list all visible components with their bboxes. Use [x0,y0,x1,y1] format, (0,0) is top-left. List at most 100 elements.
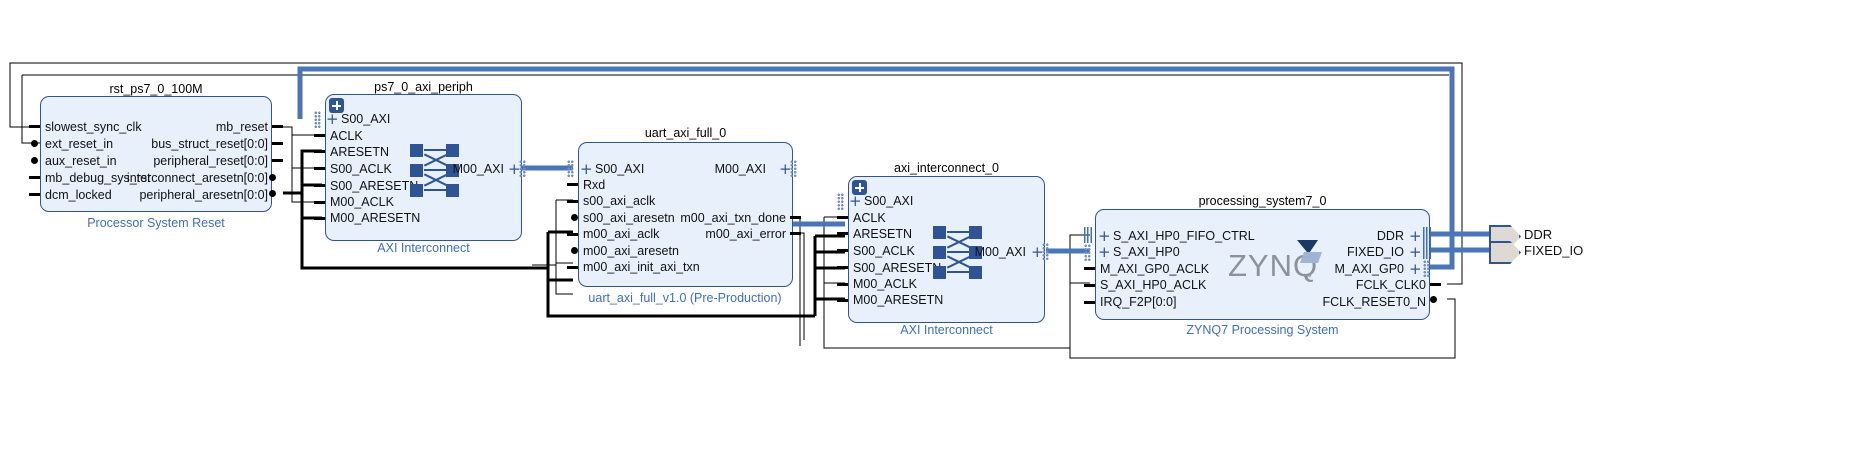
expand-interface-icon-fixed-io[interactable]: + [1409,243,1422,261]
pin-m00-axi-aresetn[interactable] [571,247,578,254]
pin-s00-aclk-ic0[interactable] [837,249,848,252]
port-m00-aresetn-ic0: M00_ARESETN [853,293,944,307]
port-dcm-locked: dcm_locked [45,188,112,202]
port-interconnect-aresetn: interconnect_aresetn[0:0] [126,171,268,185]
port-m00-aclk-periph: M00_ACLK [330,195,394,209]
expand-interface-icon-s00-axi-periph[interactable]: + [326,110,339,128]
expand-block-button-ps7-0-axi-periph[interactable] [329,98,344,113]
pin-s00-axi-aclk[interactable] [567,200,578,203]
pin-slowest-sync-clk[interactable] [29,125,40,128]
pin-s00-aresetn-ic0[interactable] [837,266,848,269]
block-ps7-0-axi-periph[interactable] [325,94,522,241]
port-peripheral-reset: peripheral_reset[0:0] [153,154,268,168]
expand-interface-icon-m00-axi-periph[interactable]: + [508,160,521,178]
interface-marker-m00-axi-ic0[interactable] [1042,243,1049,260]
pin-fclk-clk0[interactable] [1430,283,1441,286]
zynq-logo-mark-light [1300,252,1322,263]
block-caption-rst-ps7-0-100m: Processor System Reset [87,216,225,230]
expand-interface-icon-m00-axi-uart[interactable]: + [779,160,792,178]
pin-aresetn-periph[interactable] [314,150,325,153]
expand-interface-icon-m-axi-gp0[interactable]: + [1409,260,1422,278]
interface-marker-s00-axi-uart[interactable] [567,160,574,177]
port-m00-axi-init-axi-txn: m00_axi_init_axi_txn [583,260,700,274]
port-s00-axi-aresetn: s00_axi_aresetn [583,211,675,225]
pin-s-axi-hp0-aclk[interactable] [1084,284,1095,287]
block-caption-axi-interconnect-0: AXI Interconnect [900,323,993,337]
pin-irq-f2p[interactable] [1084,301,1095,304]
expand-interface-icon-s00-axi-uart[interactable]: + [580,160,593,178]
port-s00-aresetn-ic0: S00_ARESETN [853,261,942,275]
pin-aux-reset-in[interactable] [31,157,38,164]
interface-marker-m00-axi-uart[interactable] [790,160,797,177]
port-s-axi-hp0-fifo-ctrl: S_AXI_HP0_FIFO_CTRL [1113,229,1255,243]
expand-interface-icon-s-axi-hp0[interactable]: + [1098,243,1111,261]
pin-m00-aresetn-periph[interactable] [314,217,325,220]
pin-dcm-locked[interactable] [29,193,40,196]
interface-marker-s-axi-hp0-fifo-ctrl[interactable] [1084,227,1092,243]
pin-aclk-ic0[interactable] [837,216,848,219]
port-aclk-ic0: ACLK [853,211,886,225]
block-rst-ps7-0-100m[interactable] [40,96,272,212]
expand-interface-icon-ddr[interactable]: + [1409,227,1422,245]
interface-marker-s-axi-hp0[interactable] [1084,244,1091,261]
pin-s00-axi-aresetn[interactable] [571,214,578,221]
block-caption-ps7-0-axi-periph: AXI Interconnect [377,241,470,255]
interface-marker-m-axi-gp0[interactable] [1423,260,1430,277]
port-s-axi-hp0: S_AXI_HP0 [1113,245,1180,259]
port-m-axi-gp0: M_AXI_GP0 [1334,262,1404,276]
port-m00-axi-aresetn: m00_axi_aresetn [583,244,679,258]
pin-m00-aclk-ic0[interactable] [837,283,848,286]
interface-marker-s00-axi-periph[interactable] [314,111,321,128]
pin-m-axi-gp0-aclk[interactable] [1084,267,1095,270]
block-uart-axi-full-0[interactable] [578,142,793,287]
interface-marker-m00-axi-periph[interactable] [519,160,526,177]
external-port-fixed-io[interactable] [1489,241,1521,264]
pin-s00-aclk-periph[interactable] [314,167,325,170]
pin-aresetn-ic0[interactable] [837,232,848,235]
interface-marker-ddr[interactable] [1423,227,1431,243]
pin-peripheral-reset[interactable] [272,159,283,162]
pin-m00-aclk-periph[interactable] [314,201,325,204]
port-m00-axi-txn-done: m00_axi_txn_done [680,211,786,225]
crossbar-icon-ic0 [933,226,990,279]
pin-m00-axi-aclk[interactable] [567,233,578,236]
pin-peripheral-aresetn[interactable] [269,190,276,197]
expand-block-button-axi-interconnect-0[interactable] [852,180,867,195]
pin-m00-aresetn-ic0[interactable] [837,299,848,302]
port-ddr: DDR [1376,229,1404,243]
port-aclk-periph: ACLK [330,129,363,143]
port-fixed-io: FIXED_IO [1347,245,1404,259]
zynq-logo-tm: ™ [1303,272,1312,282]
interface-marker-fixed-io[interactable] [1423,243,1431,259]
pin-rxd[interactable] [567,183,578,186]
port-peripheral-aresetn: peripheral_aresetn[0:0] [139,188,268,202]
pin-m00-axi-init-axi-txn[interactable] [567,266,578,269]
pin-m00-axi-txn-done[interactable] [790,216,801,219]
pin-m00-axi-error[interactable] [790,232,801,235]
pin-interconnect-aresetn[interactable] [269,174,276,181]
pin-mb-reset[interactable] [272,125,283,128]
pin-bus-struct-reset[interactable] [272,142,283,145]
pin-fclk-reset0-n[interactable] [1430,296,1437,303]
port-slowest-sync-clk: slowest_sync_clk [45,120,142,134]
block-title-uart-axi-full-0: uart_axi_full_0 [644,126,727,140]
pin-ext-reset-in[interactable] [31,140,38,147]
expand-interface-icon-s-axi-hp0-fifo-ctrl[interactable]: + [1098,227,1111,245]
interface-marker-s00-axi-ic0[interactable] [837,193,844,210]
port-s00-axi-aclk: s00_axi_aclk [583,194,656,208]
block-title-processing-system7-0: processing_system7_0 [1198,194,1327,208]
port-m00-axi-ic0: M00_AXI [974,245,1026,259]
port-rxd: Rxd [583,178,606,192]
block-processing-system7-0[interactable] [1095,209,1430,320]
block-axi-interconnect-0[interactable] [848,176,1045,323]
port-mb-reset: mb_reset [215,120,268,134]
port-aresetn-ic0: ARESETN [853,227,913,241]
port-m00-axi-periph: M00_AXI [452,162,504,176]
expand-interface-icon-m00-axi-ic0[interactable]: + [1031,243,1044,261]
pin-aclk-periph[interactable] [314,134,325,137]
block-caption-uart-axi-full-0: uart_axi_full_v1.0 (Pre-Production) [588,291,782,305]
pin-s00-aresetn-periph[interactable] [314,184,325,187]
expand-interface-icon-s00-axi-ic0[interactable]: + [849,192,862,210]
pin-mb-debug-sys-rst[interactable] [29,176,40,179]
